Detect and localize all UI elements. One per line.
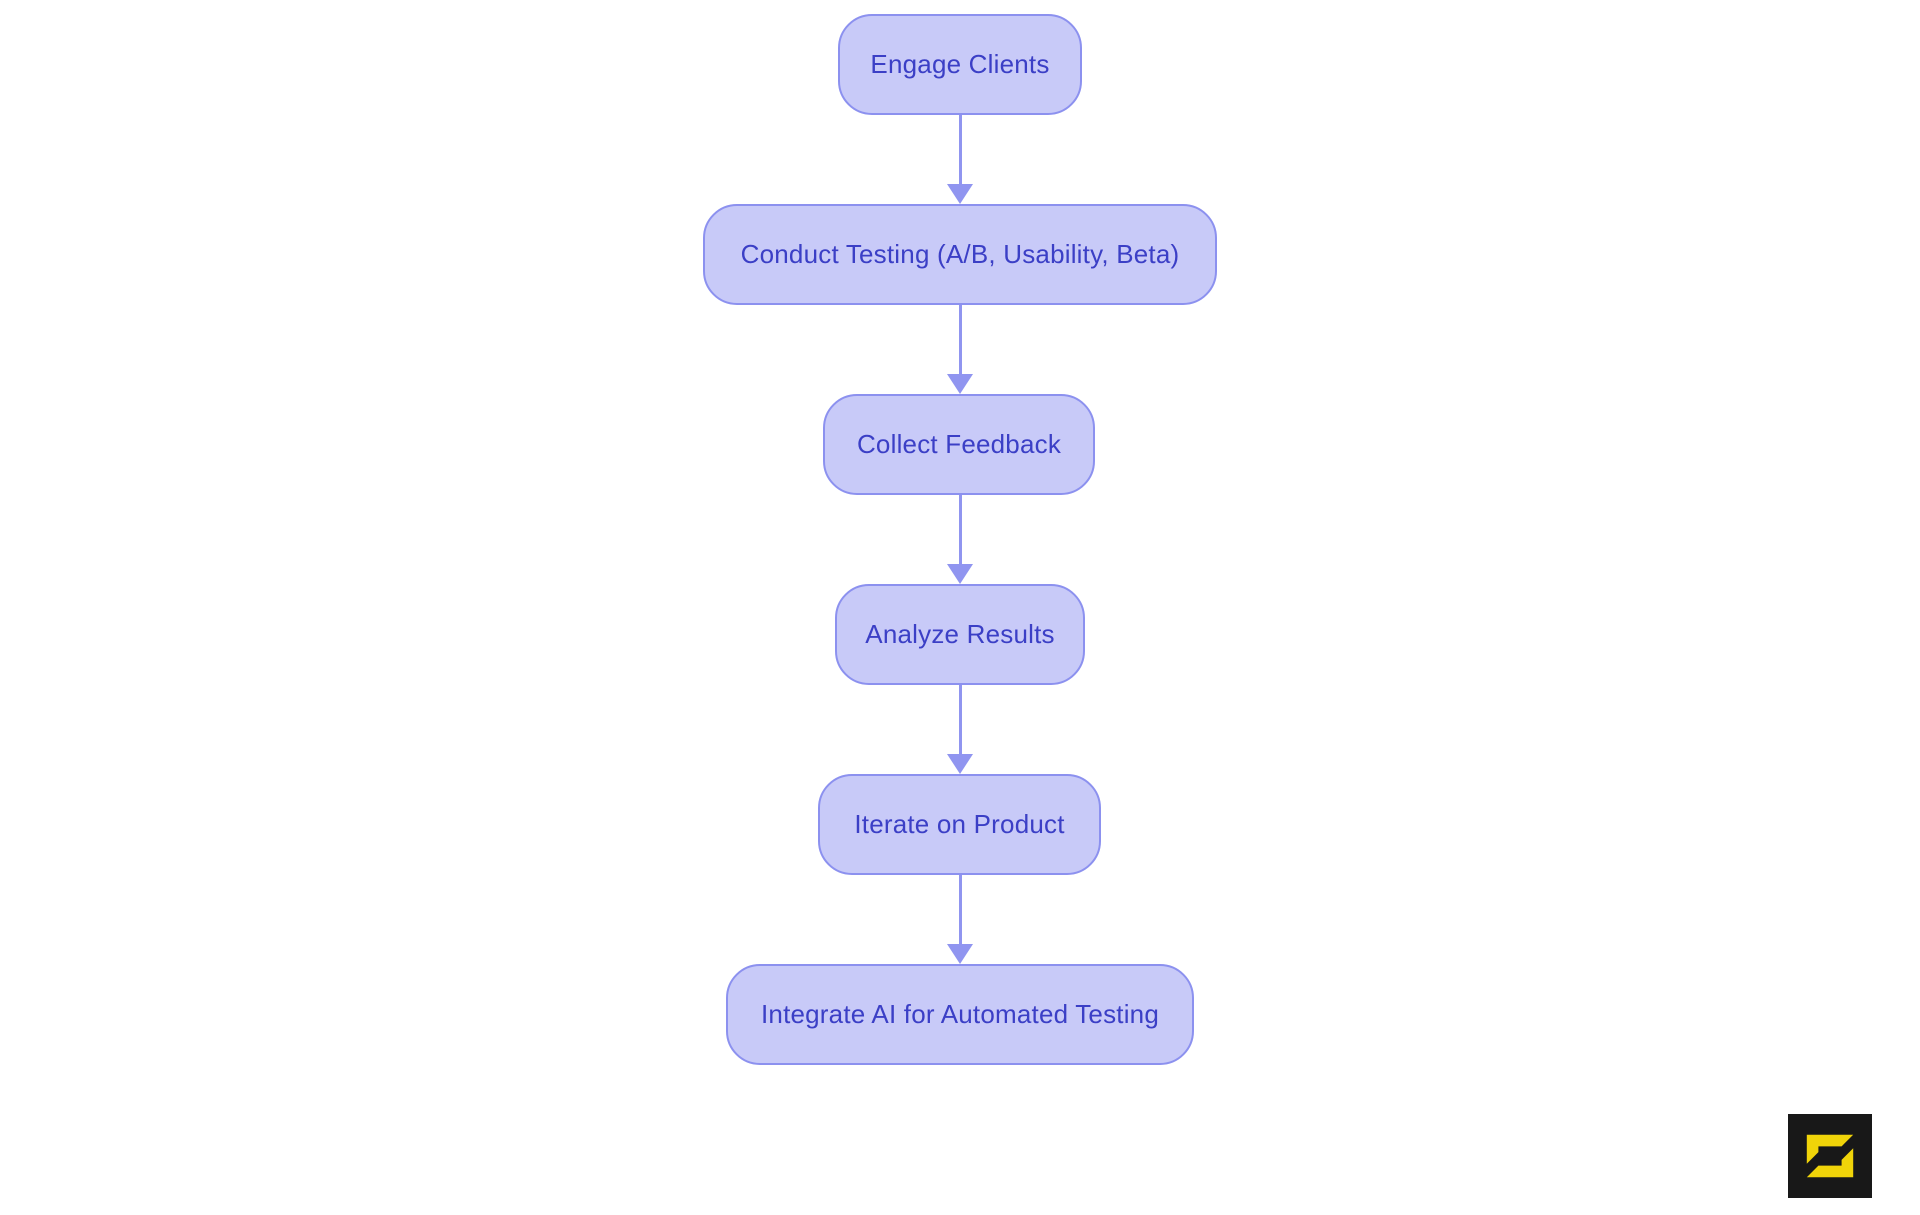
- arrow-shaft: [958, 685, 962, 755]
- arrowhead-down-icon: [947, 754, 973, 774]
- flow-node-collect-feedback: Collect Feedback: [823, 394, 1095, 495]
- flow-arrow-5: [947, 875, 973, 964]
- arrow-shaft: [958, 495, 962, 565]
- flow-node-label: Analyze Results: [865, 619, 1055, 649]
- brand-logo: [1788, 1114, 1872, 1198]
- flow-node-label: Collect Feedback: [856, 429, 1062, 459]
- arrowhead-down-icon: [947, 944, 973, 964]
- flow-arrow-4: [947, 685, 973, 774]
- flow-node-label: Engage Clients: [870, 49, 1050, 79]
- flow-node-iterate-product: Iterate on Product: [818, 774, 1101, 875]
- arrowhead-down-icon: [947, 564, 973, 584]
- flow-node-label: Integrate AI for Automated Testing: [760, 999, 1160, 1029]
- flow-node-label: Iterate on Product: [854, 809, 1065, 839]
- flow-node-label: Conduct Testing (A/B, Usability, Beta): [740, 239, 1180, 269]
- flow-node-conduct-testing: Conduct Testing (A/B, Usability, Beta): [703, 204, 1217, 305]
- flow-arrow-2: [947, 305, 973, 394]
- flow-node-engage-clients: Engage Clients: [838, 14, 1082, 115]
- arrow-shaft: [958, 115, 962, 185]
- s-logo-icon: [1806, 1134, 1854, 1178]
- flow-arrow-3: [947, 495, 973, 584]
- flow-node-analyze-results: Analyze Results: [835, 584, 1085, 685]
- arrow-shaft: [958, 305, 962, 375]
- flow-node-integrate-ai: Integrate AI for Automated Testing: [726, 964, 1194, 1065]
- flow-arrow-1: [947, 115, 973, 204]
- arrow-shaft: [958, 875, 962, 945]
- arrowhead-down-icon: [947, 374, 973, 394]
- arrowhead-down-icon: [947, 184, 973, 204]
